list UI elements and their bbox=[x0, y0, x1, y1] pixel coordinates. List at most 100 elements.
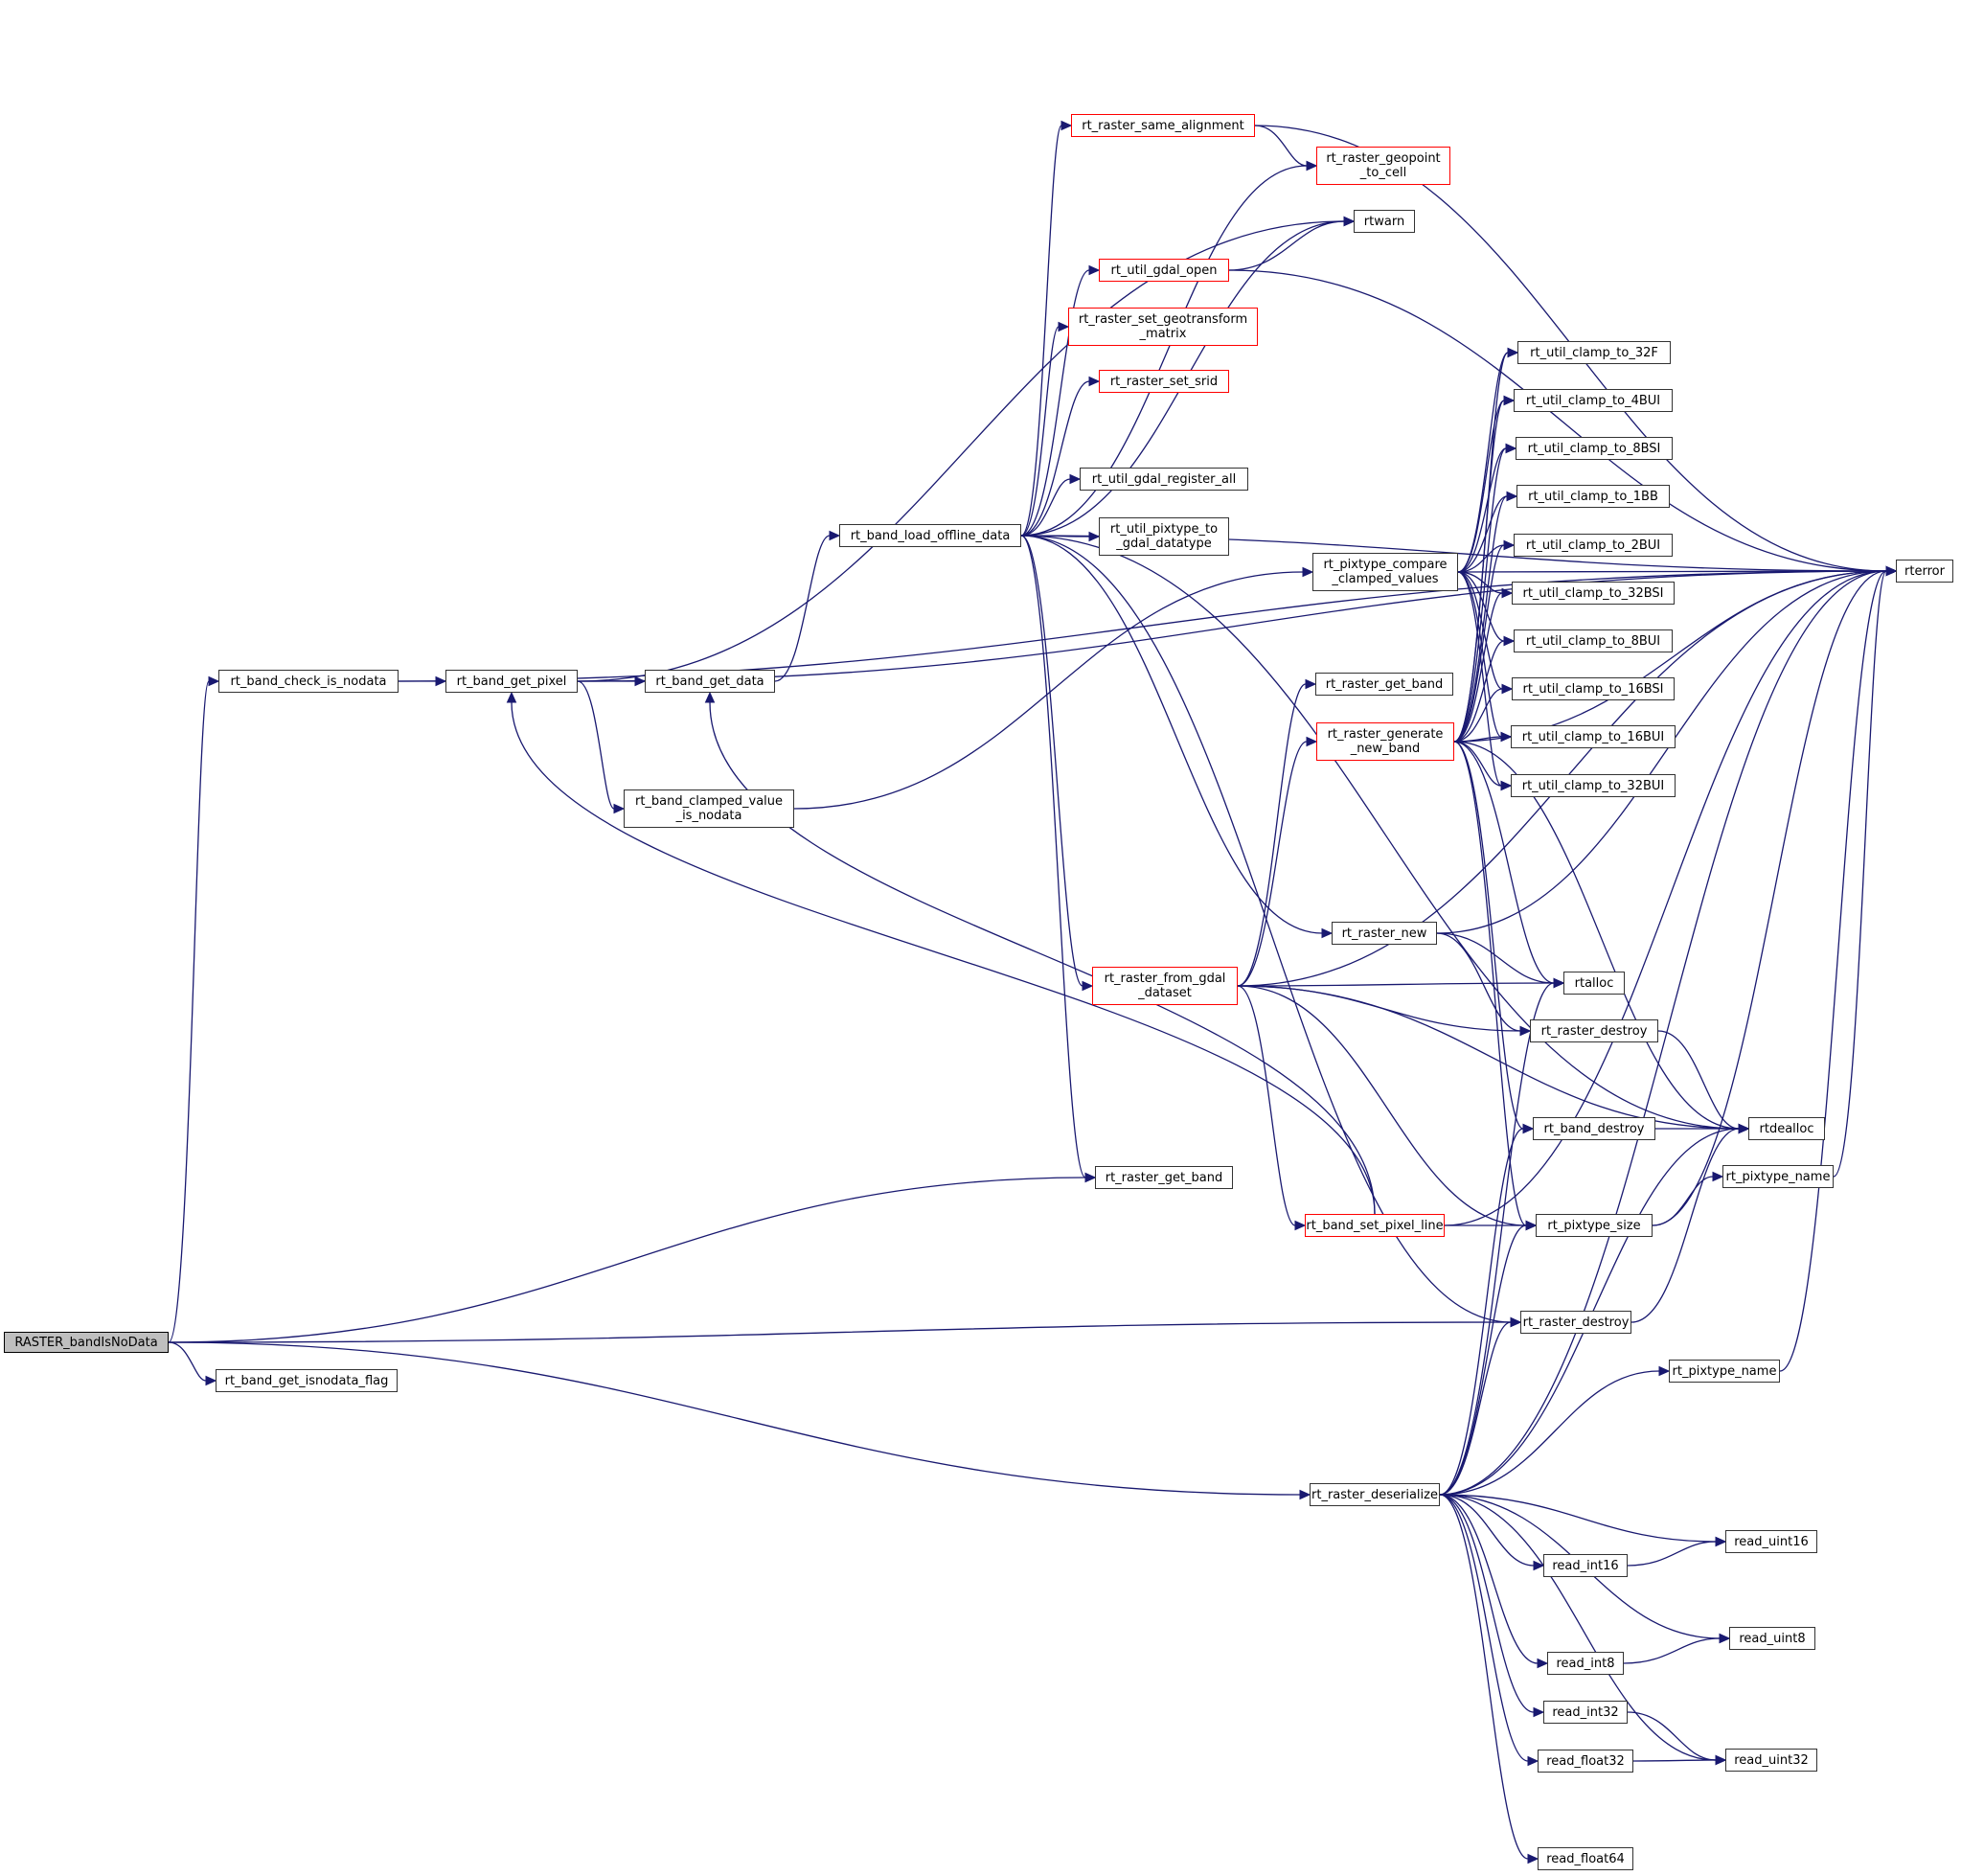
node-rt-pixtype-name-a[interactable]: rt_pixtype_name bbox=[1722, 1165, 1834, 1188]
node-rt-band-get-pixel[interactable]: rt_band_get_pixel bbox=[445, 670, 578, 693]
node-rt-band-check-is-nodata[interactable]: rt_band_check_is_nodata bbox=[218, 670, 399, 693]
node-read-int8[interactable]: read_int8 bbox=[1547, 1652, 1624, 1675]
edge-raster-bandisnodata-to-rt-raster-get-band-b bbox=[168, 1177, 1086, 1343]
node-rt-util-clamp-to-16bui[interactable]: rt_util_clamp_to_16BUI bbox=[1511, 725, 1676, 748]
edge-rt-raster-deserialize-to-read-int8 bbox=[1439, 1494, 1539, 1664]
node-rt-raster-same-alignment[interactable]: rt_raster_same_alignment bbox=[1071, 114, 1255, 137]
arrowhead-icon bbox=[1533, 1706, 1545, 1718]
node-rt-raster-set-geotransform-matrix[interactable]: rt_raster_set_geotransform _matrix bbox=[1068, 308, 1258, 346]
node-rt-raster-new[interactable]: rt_raster_new bbox=[1332, 922, 1437, 945]
node-rt-raster-destroy-a[interactable]: rt_raster_destroy bbox=[1530, 1019, 1658, 1042]
node-rtalloc[interactable]: rtalloc bbox=[1563, 972, 1625, 995]
edge-rt-pixtype-name-b-to-rterror bbox=[1779, 570, 1887, 1372]
arrowhead-icon bbox=[1088, 264, 1101, 276]
node-rt-raster-deserialize[interactable]: rt_raster_deserialize bbox=[1310, 1483, 1440, 1506]
arrowhead-icon bbox=[1082, 980, 1094, 992]
node-read-int16[interactable]: read_int16 bbox=[1543, 1554, 1628, 1577]
node-read-float64[interactable]: read_float64 bbox=[1538, 1847, 1633, 1870]
arrowhead-icon bbox=[613, 803, 626, 814]
edge-rt-band-get-pixel-to-rt-band-clamped-value-is-nodata bbox=[577, 680, 615, 810]
node-rt-raster-generate-new-band[interactable]: rt_raster_generate _new_band bbox=[1316, 722, 1454, 761]
arrowhead-icon bbox=[1553, 977, 1565, 989]
arrowhead-icon bbox=[1658, 1365, 1671, 1377]
node-rt-util-gdal-open[interactable]: rt_util_gdal_open bbox=[1099, 259, 1229, 282]
edge-rt-raster-generate-new-band-to-rt-util-clamp-to-4bui bbox=[1453, 400, 1505, 743]
arrowhead-icon bbox=[1306, 160, 1318, 172]
edge-rt-raster-generate-new-band-to-rtdealloc bbox=[1453, 741, 1740, 1130]
node-read-int32[interactable]: read_int32 bbox=[1543, 1701, 1628, 1724]
node-rt-raster-from-gdal-dataset[interactable]: rt_raster_from_gdal _dataset bbox=[1092, 967, 1238, 1005]
arrowhead-icon bbox=[1294, 1220, 1307, 1231]
node-rt-pixtype-size[interactable]: rt_pixtype_size bbox=[1536, 1214, 1653, 1237]
edge-rt-pixtype-size-to-rt-pixtype-name-a bbox=[1652, 1176, 1714, 1226]
arrowhead-icon bbox=[1302, 566, 1314, 578]
edge-rt-raster-from-gdal-dataset-to-rtdealloc bbox=[1237, 985, 1740, 1130]
node-rt-pixtype-name-b[interactable]: rt_pixtype_name bbox=[1669, 1360, 1780, 1383]
arrowhead-icon bbox=[1712, 1171, 1724, 1182]
arrowhead-icon bbox=[1885, 565, 1898, 577]
node-rterror[interactable]: rterror bbox=[1896, 560, 1953, 583]
node-rt-util-gdal-register-all[interactable]: rt_util_gdal_register_all bbox=[1080, 468, 1248, 491]
node-rt-band-load-offline-data[interactable]: rt_band_load_offline_data bbox=[839, 524, 1021, 547]
arrowhead-icon bbox=[1537, 1658, 1549, 1669]
edge-rt-raster-deserialize-to-rt-pixtype-size bbox=[1439, 1224, 1527, 1496]
arrowhead-icon bbox=[1501, 683, 1514, 695]
edge-rt-band-load-offline-data-to-rt-raster-from-gdal-dataset bbox=[1020, 535, 1083, 987]
edge-rt-raster-generate-new-band-to-rt-util-clamp-to-8bsi bbox=[1453, 447, 1507, 743]
arrowhead-icon bbox=[829, 530, 841, 541]
node-rt-util-clamp-to-2bui[interactable]: rt_util_clamp_to_2BUI bbox=[1514, 534, 1673, 557]
node-rt-band-get-data[interactable]: rt_band_get_data bbox=[645, 670, 775, 693]
node-rtwarn[interactable]: rtwarn bbox=[1354, 210, 1415, 233]
node-rt-util-clamp-to-16bsi[interactable]: rt_util_clamp_to_16BSI bbox=[1512, 677, 1675, 700]
edge-rt-raster-generate-new-band-to-rt-band-destroy bbox=[1453, 741, 1524, 1130]
edge-read-int16-to-read-uint16 bbox=[1627, 1541, 1717, 1567]
node-rt-band-set-pixel-line[interactable]: rt_band_set_pixel_line bbox=[1305, 1214, 1445, 1237]
edge-rt-pixtype-compare-clamped-values-to-rterror bbox=[1457, 570, 1887, 573]
node-read-float32[interactable]: read_float32 bbox=[1538, 1750, 1633, 1773]
node-rtdealloc[interactable]: rtdealloc bbox=[1748, 1117, 1825, 1140]
arrowhead-icon bbox=[1306, 736, 1318, 747]
node-rt-raster-geopoint-to-cell[interactable]: rt_raster_geopoint _to_cell bbox=[1316, 147, 1450, 185]
arrowhead-icon bbox=[1533, 1560, 1545, 1571]
node-rt-util-pixtype-to-gdal-datatype[interactable]: rt_util_pixtype_to _gdal_datatype bbox=[1099, 517, 1229, 556]
node-rt-pixtype-compare-clamped-values[interactable]: rt_pixtype_compare _clamped_values bbox=[1312, 553, 1458, 591]
edge-rt-raster-deserialize-to-rt-band-destroy bbox=[1439, 1128, 1524, 1496]
edge-rt-raster-generate-new-band-to-rtalloc bbox=[1453, 741, 1555, 984]
node-rt-util-clamp-to-32bui[interactable]: rt_util_clamp_to_32BUI bbox=[1511, 774, 1676, 797]
node-rt-raster-destroy-b[interactable]: rt_raster_destroy bbox=[1520, 1311, 1631, 1334]
edge-rt-raster-destroy-b-to-rtdealloc bbox=[1630, 1128, 1740, 1323]
arrowhead-icon bbox=[1506, 491, 1518, 502]
edge-rt-band-load-offline-data-to-rt-raster-get-band-b bbox=[1020, 535, 1086, 1178]
node-rt-util-clamp-to-32bsi[interactable]: rt_util_clamp_to_32BSI bbox=[1512, 582, 1675, 605]
arrowhead-icon bbox=[506, 691, 517, 703]
edge-read-int32-to-read-uint32 bbox=[1627, 1711, 1717, 1761]
node-rt-raster-set-srid[interactable]: rt_raster_set_srid bbox=[1099, 370, 1229, 393]
arrowhead-icon bbox=[1719, 1633, 1731, 1644]
arrowhead-icon bbox=[1299, 1489, 1311, 1500]
node-rt-util-clamp-to-4bui[interactable]: rt_util_clamp_to_4BUI bbox=[1514, 389, 1673, 412]
arrowhead-icon bbox=[1525, 1220, 1538, 1231]
node-rt-util-clamp-to-8bsi[interactable]: rt_util_clamp_to_8BSI bbox=[1516, 437, 1673, 460]
edge-rt-band-load-offline-data-to-rt-raster-set-srid bbox=[1020, 380, 1090, 537]
node-rt-band-get-isnodata-flag[interactable]: rt_band_get_isnodata_flag bbox=[216, 1369, 398, 1392]
node-read-uint32[interactable]: read_uint32 bbox=[1725, 1749, 1817, 1772]
edge-rt-raster-generate-new-band-to-rt-util-clamp-to-2bui bbox=[1453, 544, 1505, 743]
arrowhead-icon bbox=[704, 691, 716, 703]
node-rt-band-destroy[interactable]: rt_band_destroy bbox=[1533, 1117, 1655, 1140]
node-rt-util-clamp-to-32f[interactable]: rt_util_clamp_to_32F bbox=[1517, 341, 1671, 364]
node-read-uint16[interactable]: read_uint16 bbox=[1725, 1530, 1817, 1553]
arrowhead-icon bbox=[1084, 1172, 1097, 1183]
arrowhead-icon bbox=[1505, 443, 1517, 454]
edge-rt-band-load-offline-data-to-rt-raster-geopoint-to-cell bbox=[1020, 165, 1308, 537]
node-read-uint8[interactable]: read_uint8 bbox=[1729, 1627, 1815, 1650]
node-rt-raster-get-band-a[interactable]: rt_raster_get_band bbox=[1315, 673, 1453, 696]
node-rt-raster-get-band-b[interactable]: rt_raster_get_band bbox=[1095, 1166, 1233, 1189]
edge-rt-pixtype-compare-clamped-values-to-rt-util-clamp-to-2bui bbox=[1457, 544, 1505, 573]
node-rt-util-clamp-to-8bui[interactable]: rt_util_clamp_to_8BUI bbox=[1514, 629, 1673, 652]
edge-rt-raster-destroy-a-to-rtdealloc bbox=[1657, 1030, 1740, 1130]
node-rt-util-clamp-to-1bb[interactable]: rt_util_clamp_to_1BB bbox=[1516, 485, 1670, 508]
edge-rt-band-load-offline-data-to-rt-raster-set-geotransform-matrix bbox=[1020, 326, 1060, 537]
edge-rt-band-clamped-value-is-nodata-to-rt-pixtype-compare-clamped-values bbox=[793, 571, 1304, 810]
arrowhead-icon bbox=[1715, 1754, 1727, 1766]
node-rt-band-clamped-value-is-nodata[interactable]: rt_band_clamped_value _is_nodata bbox=[624, 789, 794, 828]
